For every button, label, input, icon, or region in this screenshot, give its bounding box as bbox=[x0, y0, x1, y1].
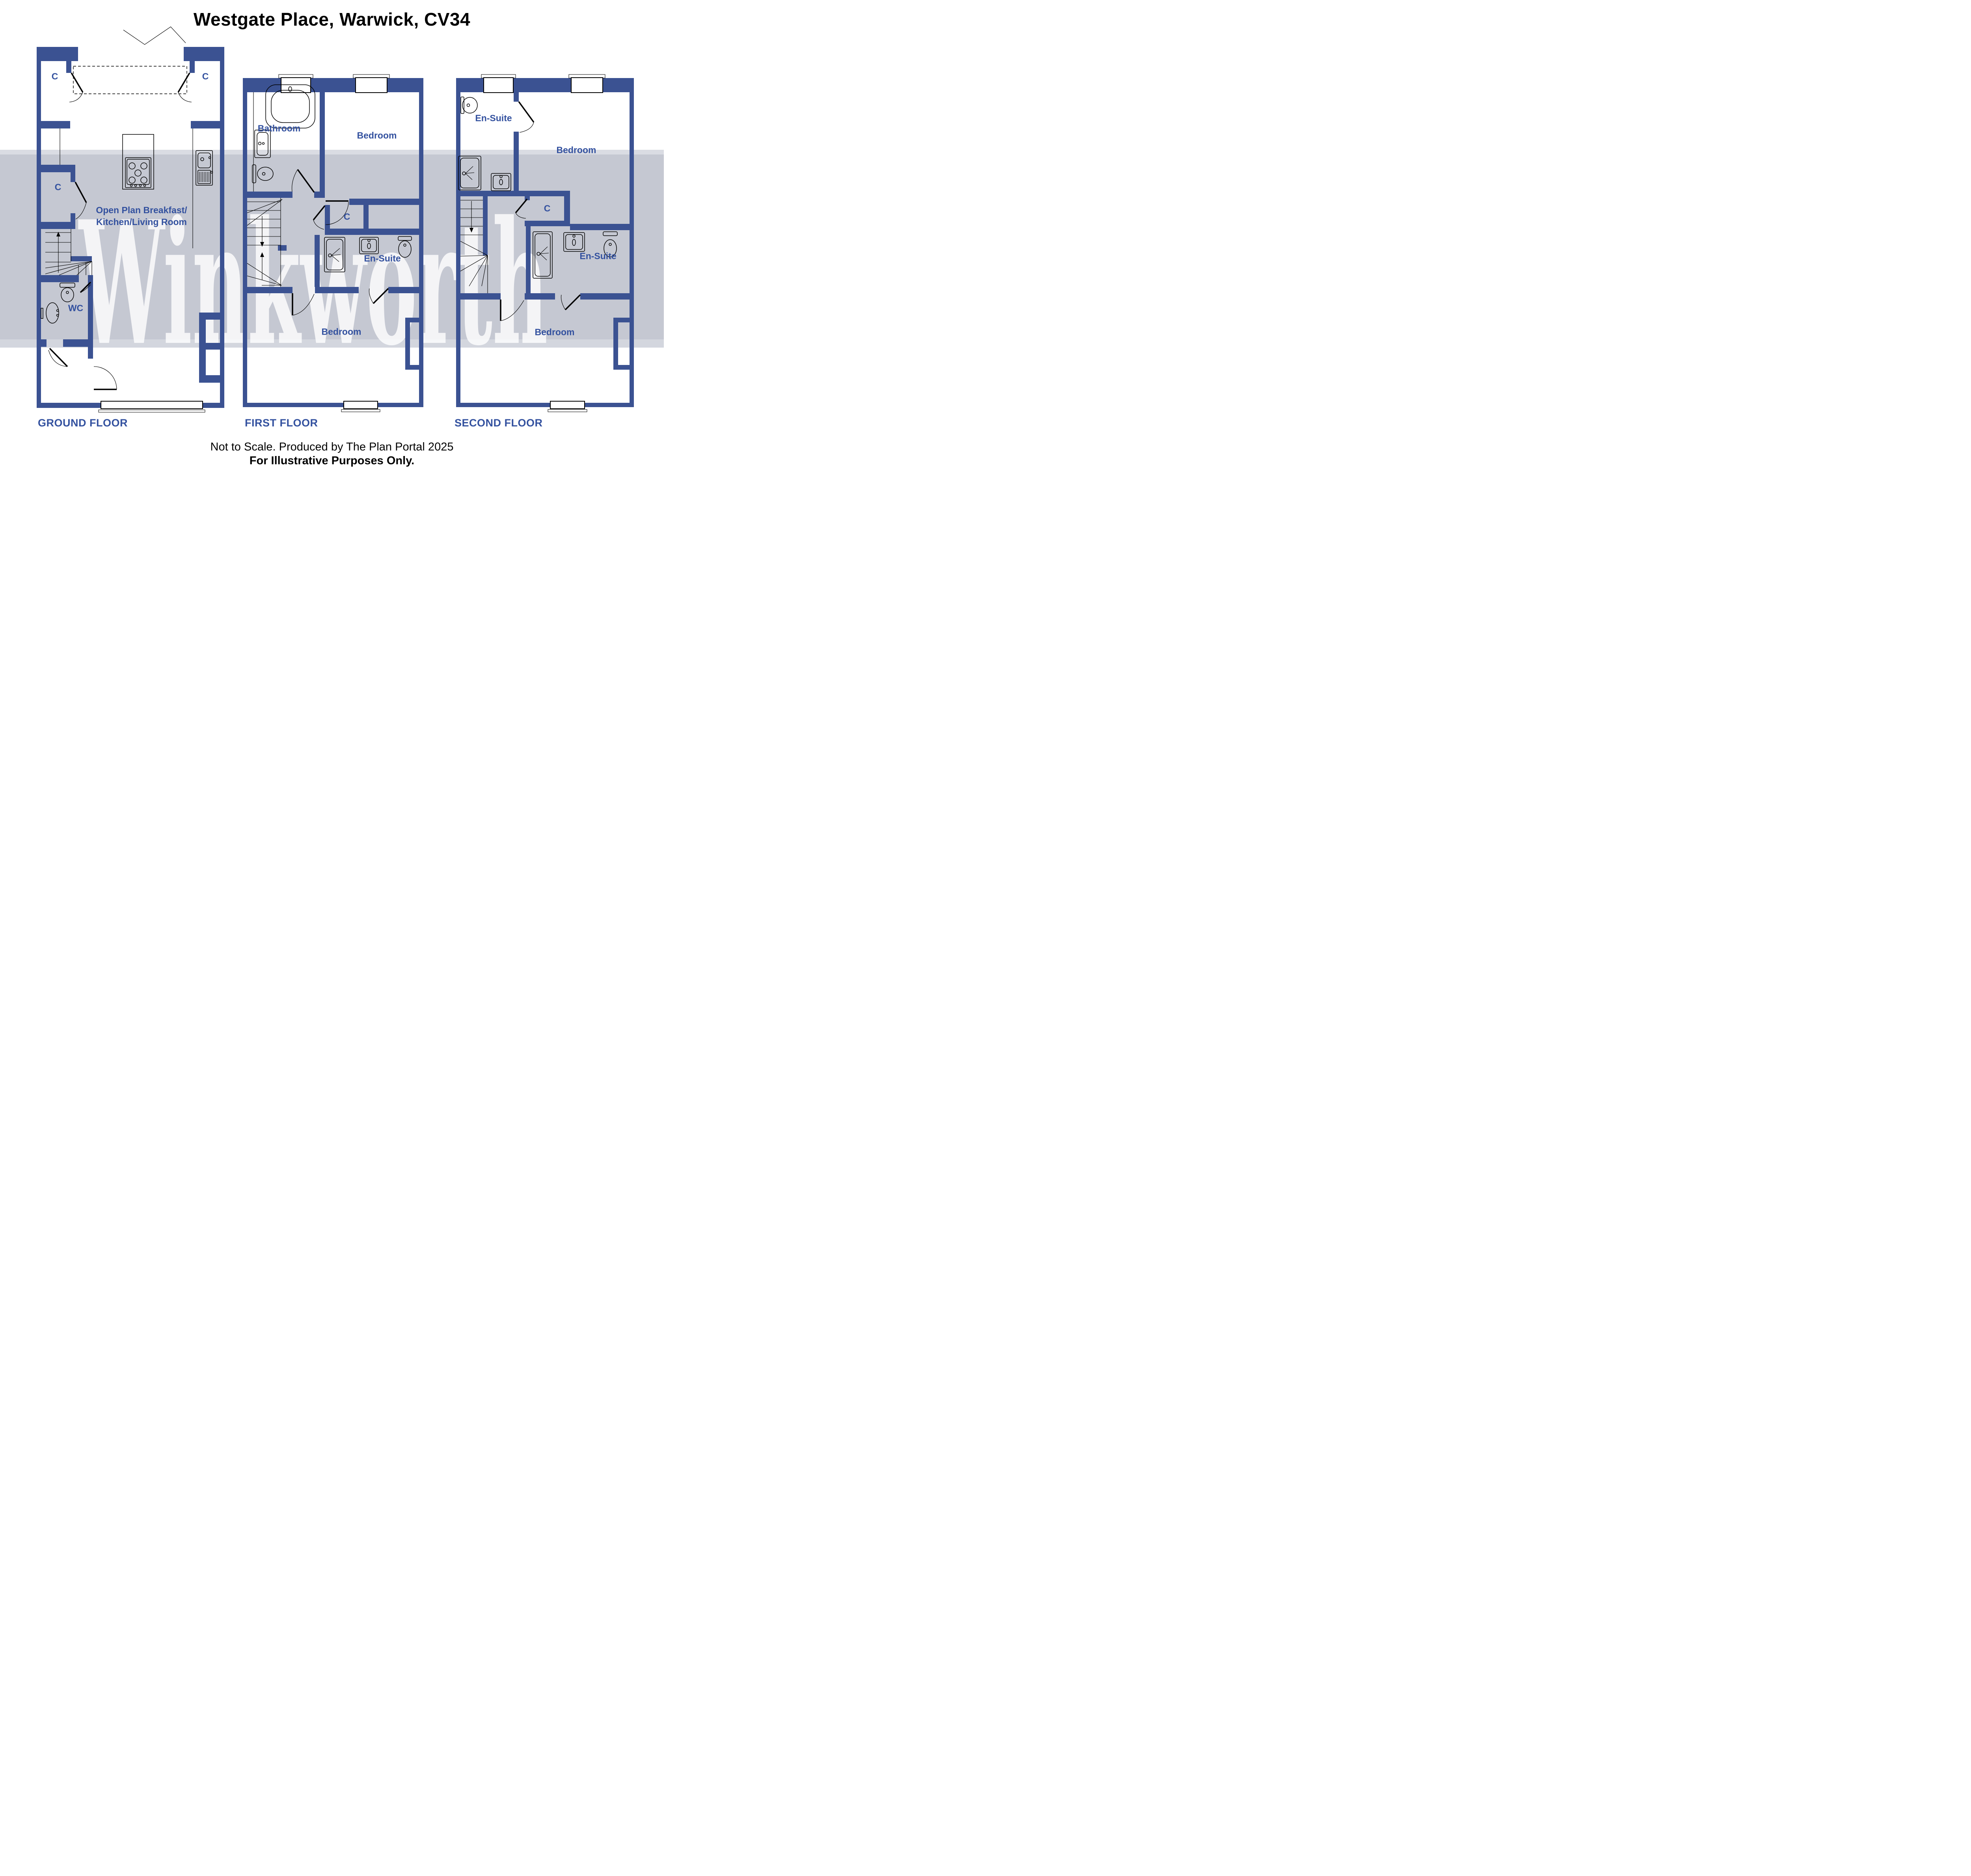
footer-disclaimer: Not to Scale. Produced by The Plan Porta… bbox=[210, 441, 454, 453]
room-label-open-plan-line2: Kitchen/Living Room bbox=[96, 217, 187, 227]
window bbox=[98, 401, 205, 413]
floorplan-page: Winkworth bbox=[0, 0, 664, 469]
room-label-open-plan-line1: Open Plan Breakfast/ bbox=[96, 205, 187, 215]
room-label-ensuite: En-Suite bbox=[579, 251, 617, 261]
room-label-closet: C bbox=[202, 71, 209, 82]
room-label-bedroom: Bedroom bbox=[357, 130, 397, 141]
room-label-closet: C bbox=[54, 182, 61, 192]
room-label-closet: C bbox=[544, 203, 551, 214]
footer-illustrative-note: For Illustrative Purposes Only. bbox=[249, 454, 415, 467]
page-title: Westgate Place, Warwick, CV34 bbox=[193, 9, 471, 30]
toilet-icon bbox=[460, 97, 478, 114]
room-label-bedroom: Bedroom bbox=[321, 326, 361, 337]
floor-title-second: SECOND FLOOR bbox=[455, 417, 543, 429]
room-label-ensuite: En-Suite bbox=[475, 113, 512, 123]
room-label-closet: C bbox=[343, 211, 350, 222]
glazed-opening-dashed bbox=[73, 66, 187, 94]
room-label-ensuite: En-Suite bbox=[364, 253, 401, 264]
floor-title-first: FIRST FLOOR bbox=[245, 417, 318, 429]
room-label-closet: C bbox=[51, 71, 58, 82]
room-label-bathroom: Bathroom bbox=[257, 123, 301, 134]
room-label-bedroom: Bedroom bbox=[556, 145, 596, 155]
room-label-open-plan: Open Plan Breakfast/ Kitchen/Living Room bbox=[96, 204, 187, 228]
bathtub-icon bbox=[265, 84, 315, 128]
floor-title-ground: GROUND FLOOR bbox=[38, 417, 128, 429]
room-label-bedroom: Bedroom bbox=[535, 327, 575, 337]
room-label-wc: WC bbox=[68, 303, 84, 313]
